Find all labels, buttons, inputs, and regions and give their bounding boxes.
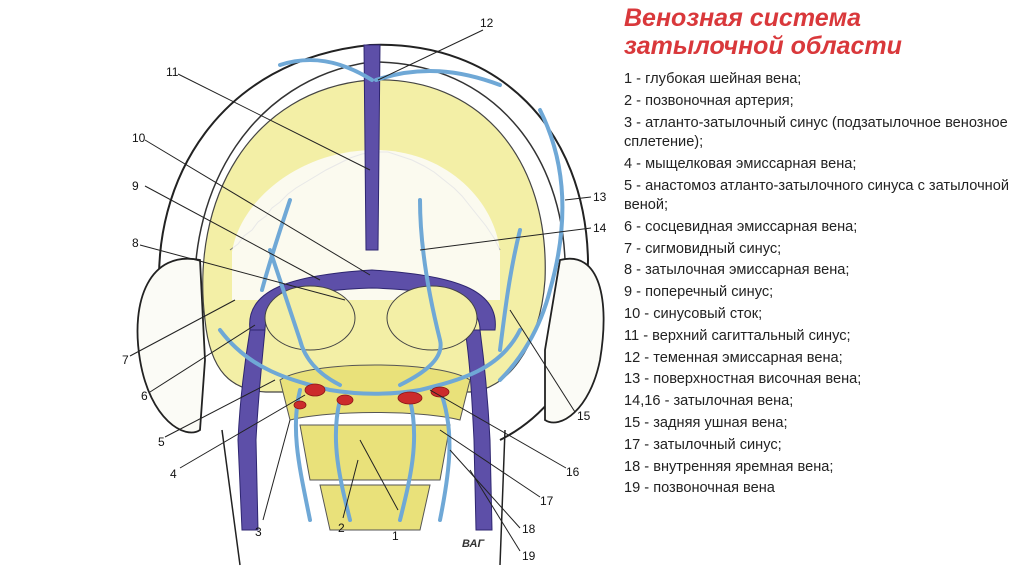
label-13: 13 (593, 190, 607, 204)
left-ear (136, 257, 206, 434)
anatomy-illustration: 1 2 3 4 5 6 7 8 9 10 11 12 13 14 15 16 1… (122, 16, 607, 566)
right-ear (544, 257, 605, 424)
legend-item: 19 - позвоночная вена (624, 480, 775, 497)
legend-item: 8 - затылочная эмиссарная вена; (624, 262, 850, 279)
label-15: 15 (577, 409, 591, 423)
title-line-2: затылочной области (624, 32, 902, 60)
label-8: 8 (132, 236, 139, 250)
page-title: Венозная система затылочной области (624, 4, 1014, 60)
right-condyle (386, 285, 478, 351)
label-18: 18 (522, 522, 536, 536)
legend-item: 4 - мыщелковая эмиссарная вена; (624, 155, 857, 172)
legend-item: 12 - теменная эмиссарная вена; (624, 349, 843, 366)
venous-plexus (218, 58, 565, 522)
legend-item: 5 - анастомоз атланто-затылочного синуса… (624, 177, 1010, 213)
label-3: 3 (255, 525, 262, 539)
superior-sagittal-sinus (363, 44, 381, 251)
legend-item: 1 - глубокая шейная вена; (624, 71, 802, 87)
legend-item: 14,16 - затылочная вена; (624, 393, 794, 410)
label-1: 1 (392, 529, 399, 543)
label-14: 14 (593, 221, 607, 235)
label-10: 10 (132, 131, 146, 145)
legend-item: 10 - синусовый сток; (624, 305, 763, 322)
legend-item: 13 - поверхностная височная вена; (624, 371, 862, 388)
legend-item: 11 - верхний сагиттальный синус; (624, 327, 851, 344)
label-11: 11 (166, 65, 179, 79)
legend-item: 17 - затылочный синус; (624, 436, 782, 453)
legend-item: 18 - внутренняя яремная вена; (624, 458, 834, 475)
legend-item: 6 - сосцевидная эмиссарная вена; (624, 218, 858, 235)
title-line-1: Венозная система (624, 4, 862, 32)
sigmoid-sinus-left (237, 329, 266, 531)
legend-item: 3 - атланто-затылочный синус (подзатылоч… (624, 114, 1008, 150)
label-5: 5 (158, 435, 165, 449)
figure-labels: 1 2 3 4 5 6 7 8 9 10 11 12 13 14 15 16 1… (122, 16, 607, 563)
label-12: 12 (480, 16, 494, 30)
cervical-vertebra (319, 484, 431, 531)
legend-item: 2 - позвоночная артерия; (624, 92, 794, 109)
legend-list: 1 - глубокая шейная вена; 2 - позвоночна… (624, 70, 1019, 501)
label-9: 9 (132, 179, 139, 193)
neck-outline (221, 429, 506, 566)
label-6: 6 (141, 389, 148, 403)
artist-signature: ВАГ (462, 538, 485, 550)
vertebral-arteries (293, 383, 450, 410)
left-condyle (264, 285, 356, 351)
legend-item: 9 - поперечный синус; (624, 284, 774, 301)
legend-item: 15 - задняя ушная вена; (624, 414, 788, 431)
label-17: 17 (540, 494, 554, 508)
label-7: 7 (122, 353, 129, 367)
label-4: 4 (170, 467, 177, 481)
leader-lines (129, 29, 592, 552)
legend-item: 7 - сигмовидный синус; (624, 240, 782, 257)
label-16: 16 (566, 465, 580, 479)
label-2: 2 (338, 521, 345, 535)
axis-vertebra (299, 424, 451, 481)
label-19: 19 (522, 549, 536, 563)
